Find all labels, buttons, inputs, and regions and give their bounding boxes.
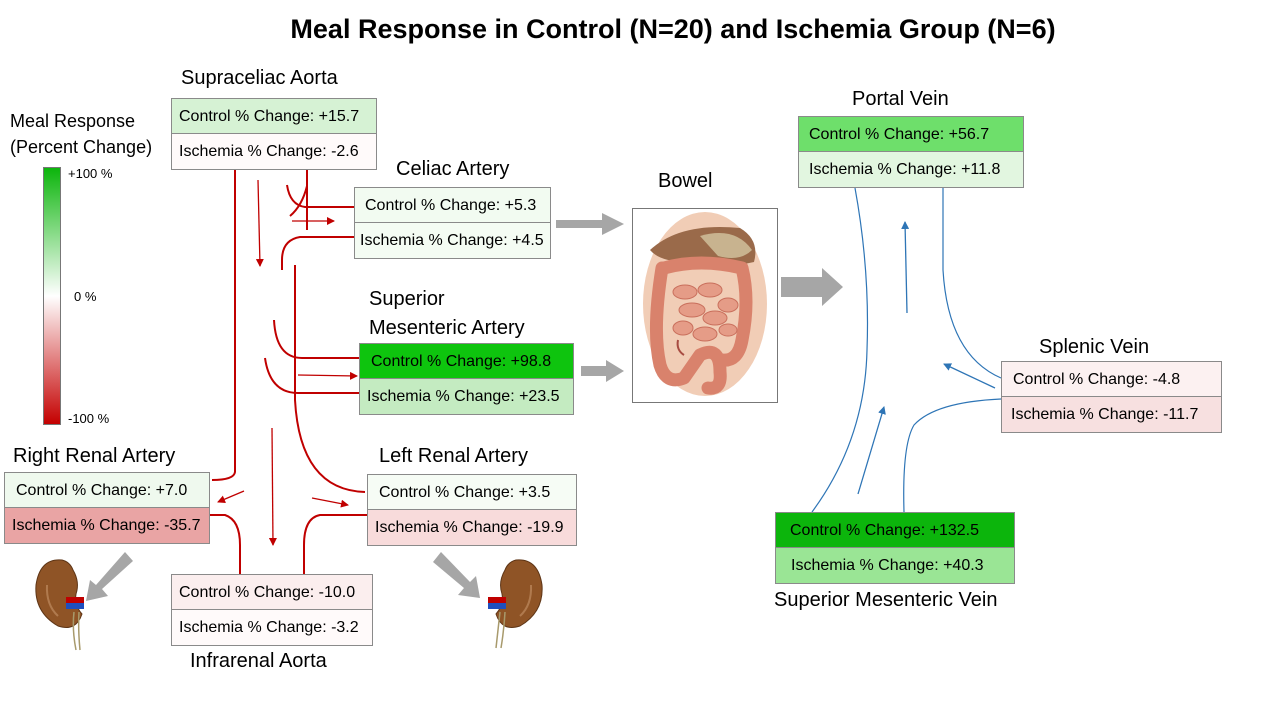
diagram-title: Meal Response in Control (N=20) and Isch… bbox=[290, 14, 1056, 44]
legend-top-label: +100 % bbox=[68, 166, 113, 181]
splenic-lower-wall bbox=[903, 398, 1002, 513]
flow-arrow-splenic bbox=[943, 363, 996, 389]
sma-label-line1: Superior bbox=[369, 288, 445, 310]
flow-arrow-smv bbox=[857, 406, 886, 495]
portal-control-value: Control % Change: +56.7 bbox=[799, 117, 1023, 152]
splenic-ischemia-value: Ischemia % Change: -11.7 bbox=[1002, 397, 1221, 432]
left-renal-lower-wall bbox=[303, 514, 368, 575]
sma-label: Superior Mesenteric Artery bbox=[369, 285, 525, 343]
flow-arrow-left-renal bbox=[311, 497, 349, 508]
gray-arrows bbox=[86, 213, 843, 601]
supraceliac-control-value: Control % Change: +15.7 bbox=[172, 99, 376, 134]
smv-label: Superior Mesenteric Vein bbox=[774, 589, 998, 611]
right-renal-artery-label: Right Renal Artery bbox=[13, 445, 176, 467]
celiac-artery-label: Celiac Artery bbox=[396, 158, 510, 180]
infrarenal-control-value: Control % Change: -10.0 bbox=[172, 575, 372, 610]
flow-arrow-right-renal bbox=[217, 490, 245, 503]
right-renal-ischemia-value: Ischemia % Change: -35.7 bbox=[5, 508, 209, 543]
legend-title-line1: Meal Response bbox=[10, 111, 136, 131]
right-renal-artery-box: Control % Change: +7.0 Ischemia % Change… bbox=[4, 472, 210, 544]
legend-title: Meal Response (Percent Change) bbox=[10, 108, 152, 160]
arrow-to-left-kidney bbox=[433, 552, 480, 598]
sma-control-value: Control % Change: +98.8 bbox=[360, 344, 573, 379]
left-renal-control-value: Control % Change: +3.5 bbox=[368, 475, 576, 510]
aorta-left-wall bbox=[211, 170, 236, 481]
aorta-walls bbox=[210, 170, 368, 575]
portal-right-wall bbox=[942, 188, 1002, 379]
left-renal-ischemia-value: Ischemia % Change: -19.9 bbox=[368, 510, 576, 545]
smv-box: Control % Change: +132.5 Ischemia % Chan… bbox=[775, 512, 1015, 584]
flow-arrow-aorta-lower bbox=[268, 427, 277, 546]
smv-ischemia-value: Ischemia % Change: +40.3 bbox=[776, 548, 1014, 583]
aorta-right-mid-wall bbox=[294, 265, 366, 493]
legend-mid-label: 0 % bbox=[74, 289, 97, 304]
portal-ischemia-value: Ischemia % Change: +11.8 bbox=[799, 152, 1023, 187]
sma-ischemia-value: Ischemia % Change: +23.5 bbox=[360, 379, 573, 414]
arrow-to-right-kidney bbox=[86, 552, 133, 601]
bowel-label: Bowel bbox=[658, 170, 713, 192]
vein-walls bbox=[811, 187, 1002, 513]
portal-vein-box: Control % Change: +56.7 Ischemia % Chang… bbox=[798, 116, 1024, 188]
celiac-lower-wall bbox=[281, 236, 356, 270]
legend-bottom-label: -100 % bbox=[68, 411, 110, 426]
legend-color-bar bbox=[43, 167, 61, 425]
supraceliac-aorta-box: Control % Change: +15.7 Ischemia % Chang… bbox=[171, 98, 377, 170]
flow-arrow-aorta-upper bbox=[255, 179, 264, 267]
smv-control-value: Control % Change: +132.5 bbox=[776, 513, 1014, 548]
celiac-upper-wall bbox=[286, 184, 356, 208]
bowel-illustration bbox=[643, 212, 767, 396]
sma-lower-wall bbox=[264, 357, 360, 394]
sma-box: Control % Change: +98.8 Ischemia % Chang… bbox=[359, 343, 574, 415]
vein-flow-arrows bbox=[857, 221, 996, 495]
right-renal-lower-wall bbox=[210, 514, 241, 575]
artery-flow-arrows bbox=[217, 179, 358, 546]
sma-upper-wall bbox=[273, 319, 360, 359]
sma-label-line2: Mesenteric Artery bbox=[369, 317, 525, 339]
splenic-vein-label: Splenic Vein bbox=[1039, 336, 1150, 358]
supraceliac-ischemia-value: Ischemia % Change: -2.6 bbox=[172, 134, 376, 169]
portal-left-wall bbox=[811, 187, 869, 513]
celiac-control-value: Control % Change: +5.3 bbox=[355, 188, 550, 223]
left-kidney-illustration bbox=[488, 559, 543, 649]
splenic-vein-box: Control % Change: -4.8 Ischemia % Change… bbox=[1001, 361, 1222, 433]
arrow-sma-to-bowel bbox=[581, 360, 624, 382]
legend-title-line2: (Percent Change) bbox=[10, 137, 153, 157]
right-renal-control-value: Control % Change: +7.0 bbox=[5, 473, 209, 508]
infrarenal-aorta-label: Infrarenal Aorta bbox=[190, 650, 327, 672]
infrarenal-ischemia-value: Ischemia % Change: -3.2 bbox=[172, 610, 372, 645]
splenic-control-value: Control % Change: -4.8 bbox=[1002, 362, 1221, 397]
right-kidney-illustration bbox=[35, 559, 84, 651]
arrow-celiac-to-bowel bbox=[556, 213, 624, 235]
supraceliac-aorta-label: Supraceliac Aorta bbox=[181, 67, 338, 89]
flow-arrow-sma bbox=[297, 371, 358, 380]
left-renal-artery-label: Left Renal Artery bbox=[379, 445, 528, 467]
celiac-artery-box: Control % Change: +5.3 Ischemia % Change… bbox=[354, 187, 551, 259]
arrow-bowel-to-portal bbox=[781, 268, 843, 306]
flow-arrow-portal bbox=[901, 221, 910, 314]
infrarenal-aorta-box: Control % Change: -10.0 Ischemia % Chang… bbox=[171, 574, 373, 646]
left-renal-artery-box: Control % Change: +3.5 Ischemia % Change… bbox=[367, 474, 577, 546]
portal-vein-label: Portal Vein bbox=[852, 88, 949, 110]
celiac-ischemia-value: Ischemia % Change: +4.5 bbox=[355, 223, 550, 258]
